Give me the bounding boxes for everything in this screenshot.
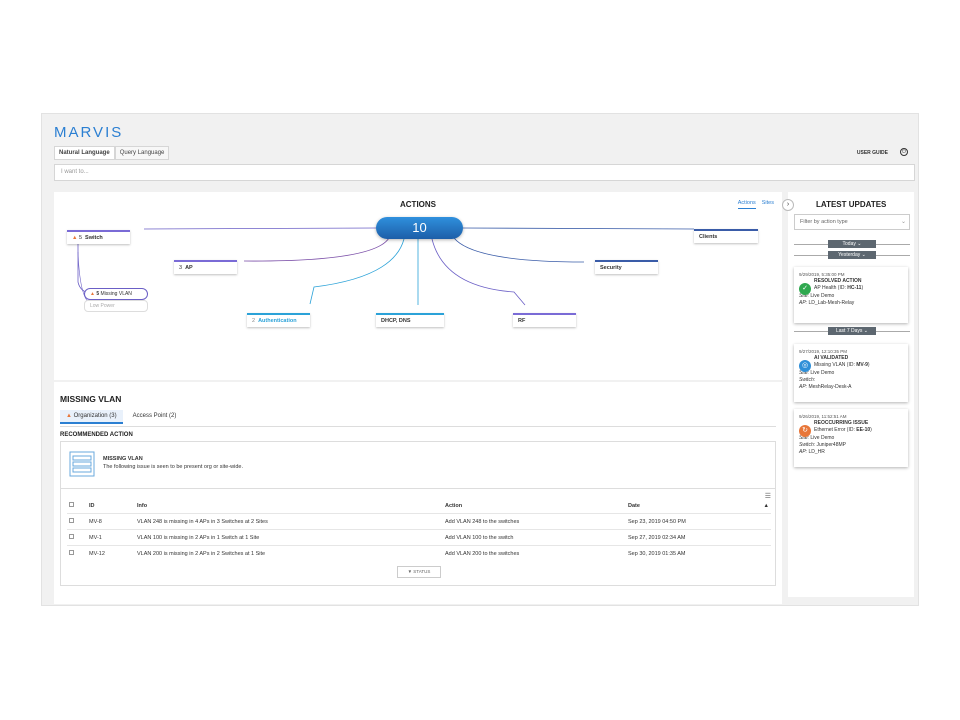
date-header-yesterday[interactable]: Yesterday ⌄	[828, 251, 876, 259]
sort-up-icon[interactable]: ▲	[763, 502, 769, 509]
sub-node-missing-vlan[interactable]: ▲ 5 Missing VLAN	[84, 288, 148, 300]
cell-id: MV-1	[87, 529, 135, 546]
update-card-switch: Switch: Juniper48MP	[799, 441, 846, 448]
recommended-action-label: RECOMMENDED ACTION	[60, 432, 133, 438]
actions-title: ACTIONS	[400, 200, 436, 209]
cell-action: Add VLAN 200 to the switches	[443, 545, 626, 562]
filter-action-type-select[interactable]: Filter by action type ⌄	[794, 214, 910, 230]
latest-updates-title: LATEST UPDATES	[816, 200, 887, 209]
user-guide-link[interactable]: USER GUIDE	[856, 150, 888, 156]
issue-header: MISSING VLAN The following issue is seen…	[61, 442, 775, 489]
power-icon[interactable]: ⏻	[900, 148, 908, 156]
toggle-sites[interactable]: Sites	[761, 200, 774, 206]
check-icon: ✓	[799, 283, 811, 295]
update-card-desc: Ethernet Error (ID: EE-10)	[814, 427, 872, 434]
table-row[interactable]: MV-8 VLAN 248 is missing in 4 APs in 3 S…	[67, 513, 771, 530]
view-toggle: Actions Sites	[737, 200, 774, 209]
recurring-icon: ↻	[799, 425, 811, 437]
node-clients[interactable]: Clients	[694, 229, 758, 243]
node-dhcp-dns[interactable]: DHCP, DNS	[376, 313, 444, 327]
update-card-switch: Switch:	[799, 376, 816, 383]
missing-vlan-panel: MISSING VLAN ▲ Organization (3) Access P…	[54, 382, 782, 604]
row-checkbox-cell	[67, 513, 87, 530]
table-header-row: ID Info Action Date▲	[67, 498, 771, 514]
status-button[interactable]: ▼ STATUS	[397, 566, 441, 578]
update-card-site: Site: Live Demo	[799, 292, 835, 299]
row-checkbox[interactable]	[69, 518, 74, 523]
marvis-app: MARVIS Natural Language Query Language U…	[41, 113, 919, 606]
update-card-desc: AP Health (ID: HC-11)	[814, 285, 864, 292]
node-security[interactable]: Security	[595, 260, 658, 274]
missing-vlan-title: MISSING VLAN	[60, 394, 122, 404]
issue-description: The following issue is seen to be presen…	[103, 464, 244, 470]
tab-organization[interactable]: ▲ Organization (3)	[60, 410, 123, 424]
issue-box: MISSING VLAN The following issue is seen…	[60, 441, 776, 586]
latest-updates-panel: › LATEST UPDATES Filter by action type ⌄…	[782, 192, 914, 597]
table-row[interactable]: MV-1 VLAN 100 is missing in 2 APs in 1 S…	[67, 529, 771, 546]
date-header-last-7-days[interactable]: Last 7 Days ⌄	[828, 327, 876, 335]
warning-icon: ▲	[72, 235, 78, 241]
marvis-logo: MARVIS	[54, 124, 124, 141]
update-card-device: AP: MeshRelay-Desk-A	[799, 384, 852, 391]
tab-query-language[interactable]: Query Language	[114, 146, 170, 160]
action-connectors	[77, 227, 695, 306]
warning-icon: ▲	[66, 413, 72, 419]
cell-info: VLAN 200 is missing in 2 APs in 2 Switch…	[135, 545, 443, 562]
date-header-today[interactable]: Today ⌄	[828, 240, 876, 248]
tab-natural-language[interactable]: Natural Language	[54, 146, 115, 160]
update-card-device: AP: LD_HR	[799, 449, 825, 456]
cell-action: Add VLAN 248 to the switches	[443, 513, 626, 530]
col-action[interactable]: Action	[445, 502, 463, 509]
missing-vlan-table: ID Info Action Date▲ MV-8 VLAN 248 is mi…	[67, 498, 771, 562]
language-tabs: Natural Language Query Language	[54, 146, 170, 160]
col-date[interactable]: Date▲	[628, 502, 769, 509]
chevron-down-icon: ⌄	[900, 219, 906, 225]
select-all-checkbox[interactable]	[69, 502, 74, 507]
row-checkbox-cell	[67, 545, 87, 562]
cell-date: Sep 27, 2019 02:34 AM	[626, 529, 771, 546]
node-rf[interactable]: RF	[513, 313, 576, 327]
row-checkbox[interactable]	[69, 534, 74, 539]
update-card-site: Site: Live Demo	[799, 434, 835, 441]
ai-icon: ◎	[799, 360, 811, 372]
update-card-body: AI VALIDATED Missing VLAN (ID: MV-9)	[814, 355, 903, 369]
update-card-site: Site: Live Demo	[799, 369, 835, 376]
cell-date: Sep 30, 2019 01:35 AM	[626, 545, 771, 562]
update-card[interactable]: 9/29/2019, 5:35:00 PM ✓ RESOLVED ACTION …	[794, 267, 908, 323]
col-info[interactable]: Info	[137, 502, 148, 509]
select-all-cell	[67, 498, 87, 514]
update-card-body: RESOLVED ACTION AP Health (ID: HC-11)	[814, 278, 903, 292]
sub-node-low-power[interactable]: Low Power	[84, 300, 148, 312]
cell-info: VLAN 248 is missing in 4 APs in 3 Switch…	[135, 513, 443, 530]
update-card[interactable]: 9/26/2019, 11:52:51 AM ↻ REOCCURRING ISS…	[794, 409, 908, 467]
cell-date: Sep 23, 2019 04:50 PM	[626, 513, 771, 530]
tab-access-point[interactable]: Access Point (2)	[132, 413, 177, 419]
warning-icon: ▲	[90, 291, 95, 297]
update-card[interactable]: 9/27/2019, 12:10:35 PM ◎ AI VALIDATED Mi…	[794, 344, 908, 402]
cell-id: MV-8	[87, 513, 135, 530]
server-icon	[69, 451, 95, 477]
chevron-right-icon[interactable]: ›	[782, 199, 794, 211]
update-card-body: REOCCURRING ISSUE Ethernet Error (ID: EE…	[814, 420, 903, 434]
tab-divider	[60, 426, 776, 427]
missing-vlan-tabs: ▲ Organization (3) Access Point (2)	[60, 410, 182, 424]
search-input[interactable]: I want to...	[54, 164, 915, 181]
cell-action: Add VLAN 100 to the switch	[443, 529, 626, 546]
row-checkbox[interactable]	[69, 550, 74, 556]
column-settings-icon[interactable]: ☰	[764, 493, 771, 500]
issue-title: MISSING VLAN	[103, 456, 143, 462]
cell-info: VLAN 100 is missing in 2 APs in 1 Switch…	[135, 529, 443, 546]
col-id[interactable]: ID	[89, 502, 95, 509]
toggle-actions[interactable]: Actions	[737, 200, 756, 209]
total-actions-count[interactable]: 10	[376, 217, 463, 239]
row-checkbox-cell	[67, 529, 87, 546]
update-card-desc: Missing VLAN (ID: MV-9)	[814, 362, 870, 369]
table-row[interactable]: MV-12 VLAN 200 is missing in 2 APs in 2 …	[67, 545, 771, 562]
update-card-device: AP: LD_Lab-Mesh-Relay	[799, 299, 855, 306]
cell-id: MV-12	[87, 545, 135, 562]
